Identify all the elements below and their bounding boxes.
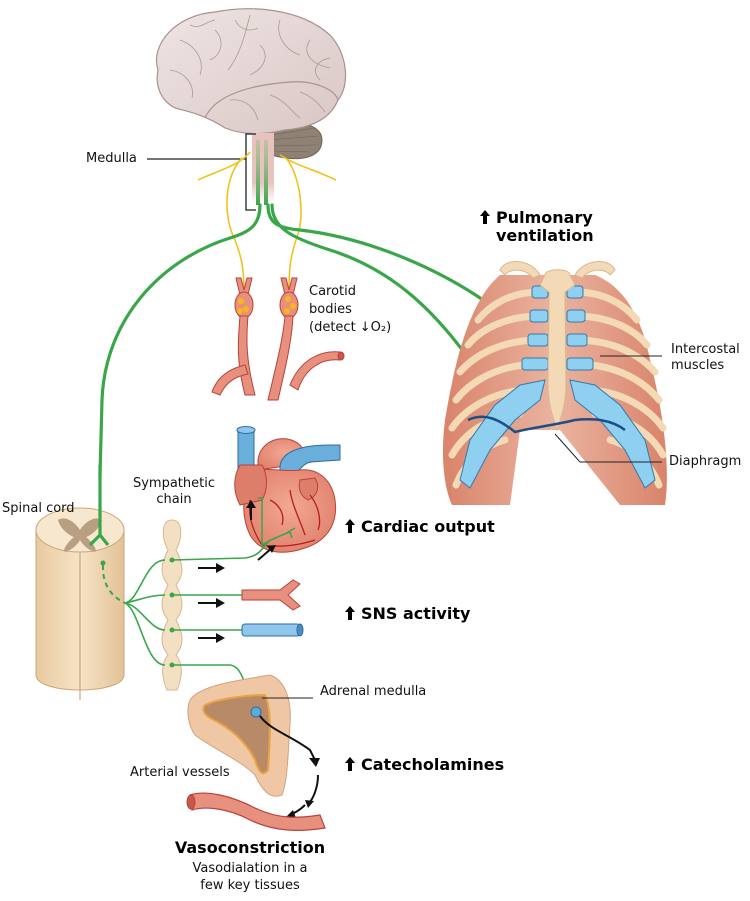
nerve-to-spinal-cord	[98, 203, 262, 477]
effector-arrows	[198, 563, 225, 643]
intercostal-line-2: muscles	[671, 358, 725, 373]
carotid-body-left	[234, 291, 254, 319]
sns-activity-text: SNS activity	[361, 604, 471, 623]
glomus-cells	[237, 296, 296, 314]
postganglionic-fibers	[171, 539, 271, 701]
up-arrow-icon	[345, 519, 355, 533]
up-arrow-icon	[345, 757, 355, 771]
adrenal-gland-illustration	[187, 674, 291, 797]
spinal-cord-illustration	[35, 465, 126, 700]
intercostal-line-1: Intercostal	[671, 342, 740, 357]
brainstem	[252, 133, 274, 203]
nerve-to-intercostals	[266, 203, 488, 304]
up-arrow-icon	[345, 606, 355, 620]
heart-illustration	[234, 426, 341, 553]
rib-cage-illustration	[442, 261, 667, 505]
sns-activity-label: SNS activity	[345, 605, 470, 623]
medulla-bracket	[147, 133, 256, 211]
glossopharyngeal-nerves	[197, 151, 337, 293]
diaphragm-label: Diaphragm	[669, 454, 742, 469]
spinal-cord-label: Spinal cord	[2, 501, 75, 516]
arteriole-illustration	[241, 579, 301, 611]
ganglion-synapses	[169, 557, 175, 668]
carotid-bodies-line-3: (detect ↓O₂)	[309, 320, 392, 335]
chromaffin-cell	[250, 706, 262, 718]
intercostal-muscles-label: Intercostal muscles	[671, 342, 740, 374]
sympathetic-chain-line-2: chain	[156, 492, 192, 507]
carotid-bodies-label: Carotid bodies (detect ↓O₂)	[309, 283, 391, 337]
carotid-bodies-line-2: bodies	[309, 302, 352, 317]
cerebrum	[156, 8, 347, 135]
vasodilation-note: Vasodialation in a few key tissues	[170, 860, 330, 894]
cardiac-output-text: Cardiac output	[361, 517, 495, 536]
vasoconstriction-label: Vasoconstriction	[174, 838, 326, 857]
diaphragm	[467, 415, 626, 434]
up-arrow-icon	[480, 210, 490, 224]
carotid-bodies-line-1: Carotid	[309, 284, 357, 299]
cardiac-output-label: Cardiac output	[345, 518, 495, 536]
vasodilation-line-1: Vasodialation in a	[192, 861, 308, 876]
vein-illustration	[241, 623, 304, 637]
catecholamines-label: Catecholamines	[345, 756, 504, 774]
adrenal-medulla-label: Adrenal medulla	[320, 684, 427, 699]
brain-illustration	[156, 8, 347, 205]
arterial-vessel-illustration	[186, 792, 326, 831]
pulmonary-ventilation-line-1: Pulmonary	[496, 208, 593, 227]
medulla-label: Medulla	[86, 151, 137, 166]
superior-vena-cava	[237, 429, 255, 469]
clavicles	[499, 261, 616, 279]
pulmonary-ventilation-line-2: ventilation	[496, 226, 594, 245]
sympathetic-chain-illustration	[161, 519, 183, 691]
catecholamines-text: Catecholamines	[361, 755, 505, 774]
preganglionic-fibers	[124, 559, 166, 666]
heart-arrows	[246, 500, 276, 561]
left-atrium	[298, 477, 319, 501]
diaphragm-leader	[554, 433, 662, 463]
vasodilation-line-2: few key tissues	[200, 878, 300, 893]
sympathetic-chain-line-1: Sympathetic	[132, 476, 216, 491]
arterial-vessels-label: Arterial vessels	[130, 765, 230, 780]
pulmonary-ventilation-label: Pulmonary ventilation	[480, 209, 594, 245]
costal-cartilage	[459, 285, 656, 489]
sympathetic-chain-label: Sympathetic chain	[126, 476, 222, 508]
sternum	[539, 269, 576, 432]
